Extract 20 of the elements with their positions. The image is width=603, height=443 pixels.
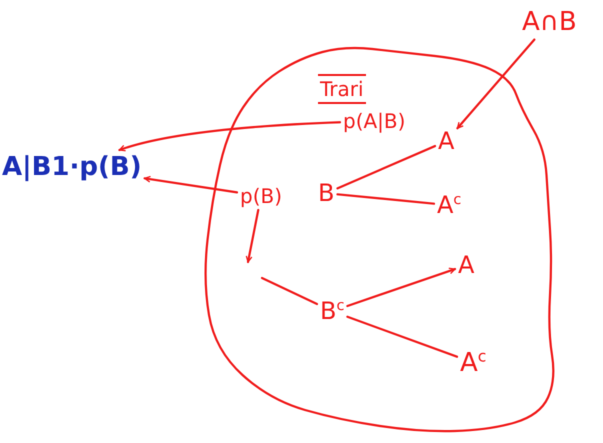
formula-text: A|B1·p(B) xyxy=(2,153,142,182)
arrow xyxy=(246,208,260,264)
arrow xyxy=(456,38,536,130)
branch-line xyxy=(346,316,458,358)
arrow xyxy=(144,176,238,194)
branch-line xyxy=(336,193,436,205)
event-label: A$^{c}$ xyxy=(460,348,486,378)
event-label: A∩B xyxy=(522,8,577,37)
heading-text: Trari xyxy=(318,74,366,104)
event-label: p(B) xyxy=(240,185,282,207)
event-label: A xyxy=(438,128,454,154)
event-label: B xyxy=(318,180,334,206)
arrow xyxy=(118,121,342,152)
event-label: A$^{c}$ xyxy=(437,192,462,218)
event-label: B$^{c}$ xyxy=(320,298,344,324)
arrow xyxy=(346,268,456,308)
branch-line xyxy=(260,276,318,306)
branch-line xyxy=(336,144,436,190)
event-label: A xyxy=(458,252,474,278)
event-label: p(A|B) xyxy=(343,110,406,132)
